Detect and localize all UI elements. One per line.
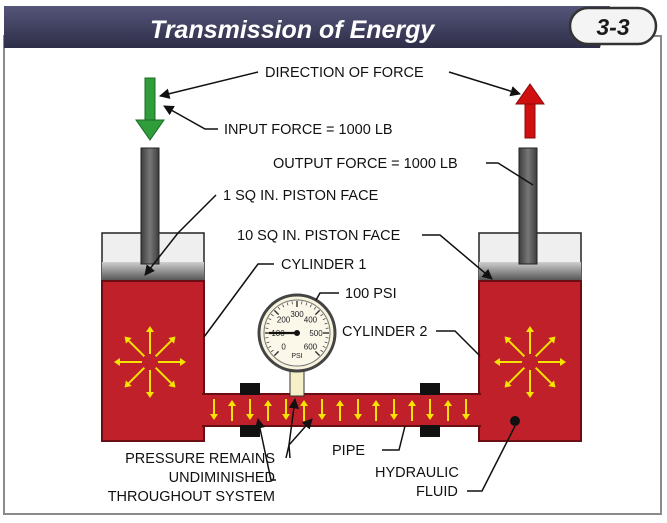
label-cylinder-1: CYLINDER 1: [281, 257, 366, 273]
label-hydraulic: HYDRAULIC: [375, 465, 459, 481]
pressure-arrow-icon: [354, 399, 362, 420]
pressure-arrows-cylinder-2: [494, 326, 566, 398]
gauge-tick-label: 200: [277, 316, 291, 325]
pressure-arrow-icon: [154, 336, 176, 358]
fluid-marker-dot: [510, 416, 520, 426]
input-force-arrow-icon: [135, 77, 165, 141]
pressure-arrow-icon: [408, 400, 416, 421]
gauge-tick-label: 500: [309, 329, 323, 338]
gauge-tick-label: 400: [304, 316, 318, 325]
label-fluid: FLUID: [416, 484, 458, 500]
pressure-arrows-pipe: [210, 399, 470, 421]
pressure-arrow-icon: [264, 400, 272, 421]
pressure-arrow-icon: [158, 358, 186, 366]
pressure-arrow-icon: [372, 400, 380, 421]
label-pressure-line-1: PRESSURE REMAINS: [125, 451, 275, 467]
label-piston-face-10: 10 SQ IN. PISTON FACE: [237, 228, 401, 244]
pressure-arrow-icon: [154, 366, 176, 388]
figure-number: 3-3: [596, 14, 629, 40]
output-force-arrow-icon: [515, 83, 545, 139]
pressure-arrow-icon: [318, 399, 326, 420]
piston-rod-1: [140, 147, 160, 265]
gauge-unit: PSI: [291, 353, 302, 360]
pressure-arrow-icon: [504, 366, 526, 388]
pressure-arrow-icon: [534, 336, 556, 358]
pressure-arrow-icon: [534, 366, 556, 388]
pressure-arrow-icon: [246, 399, 254, 420]
gauge-tick-label: 0: [281, 342, 286, 351]
label-pipe: PIPE: [332, 443, 365, 459]
pressure-arrow-icon: [390, 399, 398, 420]
figure-badge: 3-3: [568, 6, 658, 46]
label-piston-face-1: 1 SQ IN. PISTON FACE: [223, 188, 379, 204]
label-cylinder-2: CYLINDER 2: [342, 324, 427, 340]
pressure-arrow-icon: [114, 358, 142, 366]
pressure-arrow-icon: [336, 400, 344, 421]
pressure-arrow-icon: [444, 400, 452, 421]
label-direction-of-force: DIRECTION OF FORCE: [265, 65, 424, 81]
page-title: Transmission of Energy: [150, 16, 435, 44]
piston-rod-2: [518, 147, 538, 265]
pressure-arrow-icon: [124, 336, 146, 358]
pressure-arrow-icon: [210, 399, 218, 420]
gauge-tick-label: 600: [304, 342, 318, 351]
gauge-tick-label: 300: [290, 310, 304, 319]
pressure-arrow-icon: [462, 399, 470, 420]
pressure-gauge: 0100200300400500600 PSI: [257, 293, 337, 397]
pressure-arrow-icon: [538, 358, 566, 366]
pressure-arrow-icon: [228, 400, 236, 421]
header-banner: Transmission of Energy: [4, 6, 610, 48]
pressure-arrow-icon: [526, 326, 534, 354]
pressure-arrow-icon: [494, 358, 522, 366]
pressure-arrows-cylinder-1: [114, 326, 186, 398]
pressure-arrow-icon: [426, 399, 434, 420]
label-pressure-line-3: THROUGHOUT SYSTEM: [108, 489, 275, 505]
pressure-arrow-icon: [124, 366, 146, 388]
label-pressure-line-2: UNDIMINISHED: [169, 470, 275, 486]
pressure-arrow-icon: [146, 370, 154, 398]
label-gauge-reading: 100 PSI: [345, 286, 397, 302]
connecting-pipe: [202, 383, 481, 437]
pressure-arrow-icon: [282, 399, 290, 420]
label-output-force: OUTPUT FORCE = 1000 LB: [273, 156, 458, 172]
fluid-chamber-2: [478, 280, 582, 442]
label-input-force: INPUT FORCE = 1000 LB: [224, 122, 393, 138]
pressure-arrow-icon: [504, 336, 526, 358]
pressure-arrow-icon: [146, 326, 154, 354]
pressure-arrow-icon: [526, 370, 534, 398]
